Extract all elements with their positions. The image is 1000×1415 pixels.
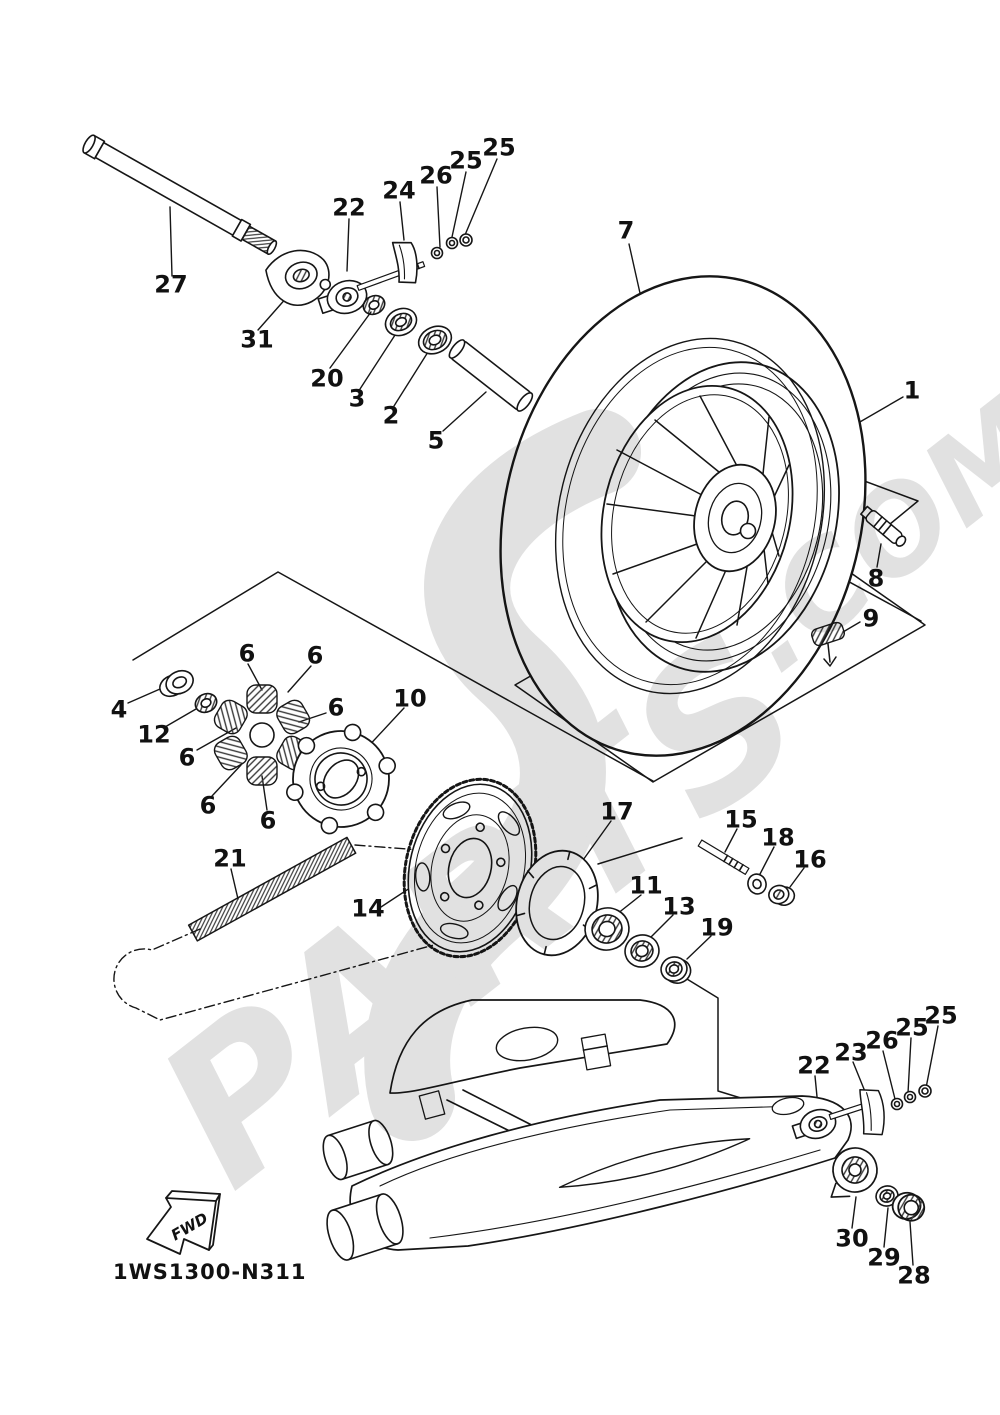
ring-12-part xyxy=(194,692,218,714)
adjuster-block-right-part xyxy=(791,1108,837,1140)
rear-axle-part xyxy=(82,134,278,256)
washer-25c-right-part xyxy=(903,1090,917,1104)
valve-stem-part xyxy=(860,505,907,547)
chain-puller-left-part xyxy=(265,249,332,307)
balance-weight-part xyxy=(811,621,845,647)
washer-25d-right-part xyxy=(918,1084,932,1098)
end-bracket-left-part xyxy=(391,241,418,284)
label-leader-lines xyxy=(127,158,939,1266)
stud-15-part xyxy=(697,839,750,875)
collar-19-part xyxy=(660,956,692,984)
washer-18-part xyxy=(747,873,767,895)
collar-to-adjuster-leader xyxy=(681,975,794,1115)
spacer-5-part xyxy=(448,339,534,412)
washer-29-part xyxy=(875,1185,899,1207)
rear-wheel-part xyxy=(499,275,867,757)
weight-leader-tick xyxy=(823,656,837,667)
end-bracket-right-part xyxy=(859,1089,885,1136)
washer-25a-left-part xyxy=(445,236,459,250)
washer-26-right-part xyxy=(890,1097,904,1111)
wheel-hub xyxy=(693,463,777,573)
bearing-3-part xyxy=(384,307,418,337)
tensioner-30-part xyxy=(830,1147,878,1198)
axle-nut-28-part xyxy=(891,1191,926,1222)
nut-16-part xyxy=(768,884,796,907)
dust-seal-4-part xyxy=(159,669,194,698)
swingarm-part xyxy=(322,999,852,1261)
fwd-direction-arrow: FWD xyxy=(146,1190,221,1255)
adjuster-block-left-part xyxy=(317,279,368,315)
sprocket-carrier-10-part xyxy=(286,723,396,835)
washer-26-left-part xyxy=(430,246,444,260)
stud-leader-line xyxy=(597,837,683,865)
washer-25b-left-part xyxy=(459,233,473,247)
seal-20-part xyxy=(362,294,386,316)
bearing-2-part xyxy=(417,325,453,355)
diagram-code: 1WS1300-N311 xyxy=(113,1260,307,1284)
